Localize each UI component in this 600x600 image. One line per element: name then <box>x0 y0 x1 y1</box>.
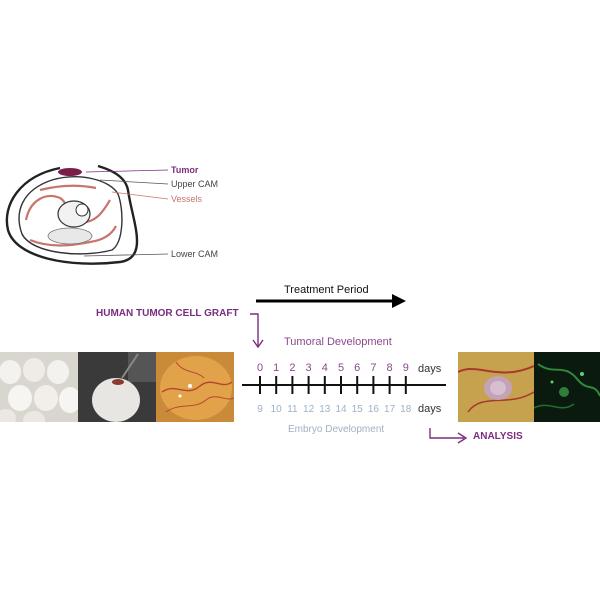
timeline: 0 9 1 10 2 11 3 12 4 13 5 14 6 15 7 16 8 17 9 18 days days <box>242 362 446 415</box>
tumoral-day-label: 4 <box>322 362 328 374</box>
graft-arrow <box>250 313 264 349</box>
tumoral-day-label: 2 <box>289 362 295 374</box>
embryo-day-label: 16 <box>368 404 380 415</box>
embryo-day-label: 18 <box>400 404 412 415</box>
graft-photo <box>78 352 156 422</box>
label-tumor: Tumor <box>171 165 199 175</box>
embryo-day-label: 12 <box>303 404 315 415</box>
tumoral-day-label: 3 <box>306 362 312 374</box>
tumor-photo <box>458 352 534 422</box>
tumoral-day-label: 0 <box>257 362 263 374</box>
tumoral-day-label: 6 <box>354 362 360 374</box>
graft-label: HUMAN TUMOR CELL GRAFT <box>96 308 239 319</box>
embryo-day-label: 13 <box>319 404 331 415</box>
inner-membrane <box>18 176 123 255</box>
eggs-photo <box>0 352 78 422</box>
treatment-period-label: Treatment Period <box>284 284 369 296</box>
cam-photo <box>156 352 234 422</box>
treatment-arrow <box>256 294 406 308</box>
embryo-days-unit: days <box>418 403 442 415</box>
tumoral-day-label: 8 <box>387 362 393 374</box>
embryo-day-label: 17 <box>384 404 396 415</box>
tumoral-day-label: 5 <box>338 362 344 374</box>
egg-shell <box>5 164 139 265</box>
label-upper-cam: Upper CAM <box>171 179 218 189</box>
analysis-arrow <box>429 428 468 444</box>
tumor-mass <box>58 168 82 176</box>
embryo-day-label: 10 <box>271 404 283 415</box>
yolk-sac <box>47 227 93 245</box>
tumoral-day-label: 7 <box>370 362 376 374</box>
label-vessels: Vessels <box>171 194 203 204</box>
tumoral-day-label: 1 <box>273 362 279 374</box>
embryo-day-label: 11 <box>287 404 298 415</box>
tumoral-day-label: 9 <box>403 362 409 374</box>
analysis-label: ANALYSIS <box>473 431 523 442</box>
tumoral-development-label: Tumoral Development <box>284 336 392 348</box>
embryo-day-label: 14 <box>335 404 347 415</box>
embryo-day-label: 15 <box>352 404 364 415</box>
embryo-development-label: Embryo Development <box>288 424 385 435</box>
egg-cross-section-diagram: Tumor Upper CAM Vessels Lower CAM <box>5 164 218 265</box>
tumoral-days-unit: days <box>418 363 442 375</box>
fluorescence-photo <box>534 352 600 422</box>
label-lower-cam: Lower CAM <box>171 249 218 259</box>
embryo-day-label: 9 <box>257 404 263 415</box>
